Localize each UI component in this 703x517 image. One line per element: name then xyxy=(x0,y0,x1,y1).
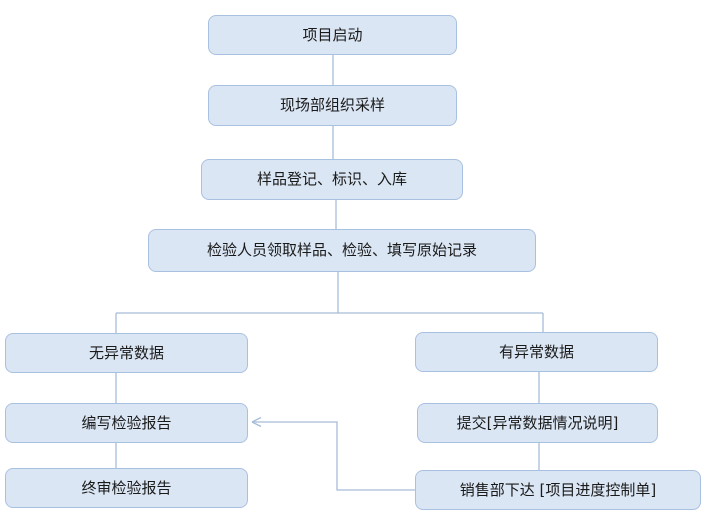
node-no-abnormal-data-label: 无异常数据 xyxy=(88,343,164,362)
node-sample-registration-label: 样品登记、标识、入库 xyxy=(256,170,407,188)
node-field-sampling-label: 现场部组织采样 xyxy=(279,96,385,114)
node-sales-control: 销售部下达 [项目进度控制单] xyxy=(415,470,701,510)
node-project-start-label: 项目启动 xyxy=(302,25,363,44)
node-write-report: 编写检验报告 xyxy=(5,403,248,443)
node-write-report-label: 编写检验报告 xyxy=(81,413,172,432)
node-final-review-label: 终审检验报告 xyxy=(81,478,172,497)
node-inspection-records: 检验人员领取样品、检验、填写原始记录 xyxy=(148,229,536,272)
node-sample-registration: 样品登记、标识、入库 xyxy=(201,159,463,200)
node-inspection-records-label: 检验人员领取样品、检验、填写原始记录 xyxy=(206,241,477,259)
arrowhead-left-icon xyxy=(251,416,262,428)
node-project-start: 项目启动 xyxy=(208,15,457,55)
node-sales-control-label: 销售部下达 [项目进度控制单] xyxy=(459,480,657,499)
connector-sales-control-to-write-report xyxy=(252,421,415,491)
node-final-review: 终审检验报告 xyxy=(5,468,248,508)
node-submit-note: 提交[异常数据情况说明] xyxy=(417,403,658,443)
node-no-abnormal-data: 无异常数据 xyxy=(5,333,248,373)
node-abnormal-data-label: 有异常数据 xyxy=(498,342,574,361)
node-abnormal-data: 有异常数据 xyxy=(415,332,658,372)
node-submit-note-label: 提交[异常数据情况说明] xyxy=(456,413,619,432)
node-field-sampling: 现场部组织采样 xyxy=(208,85,457,126)
